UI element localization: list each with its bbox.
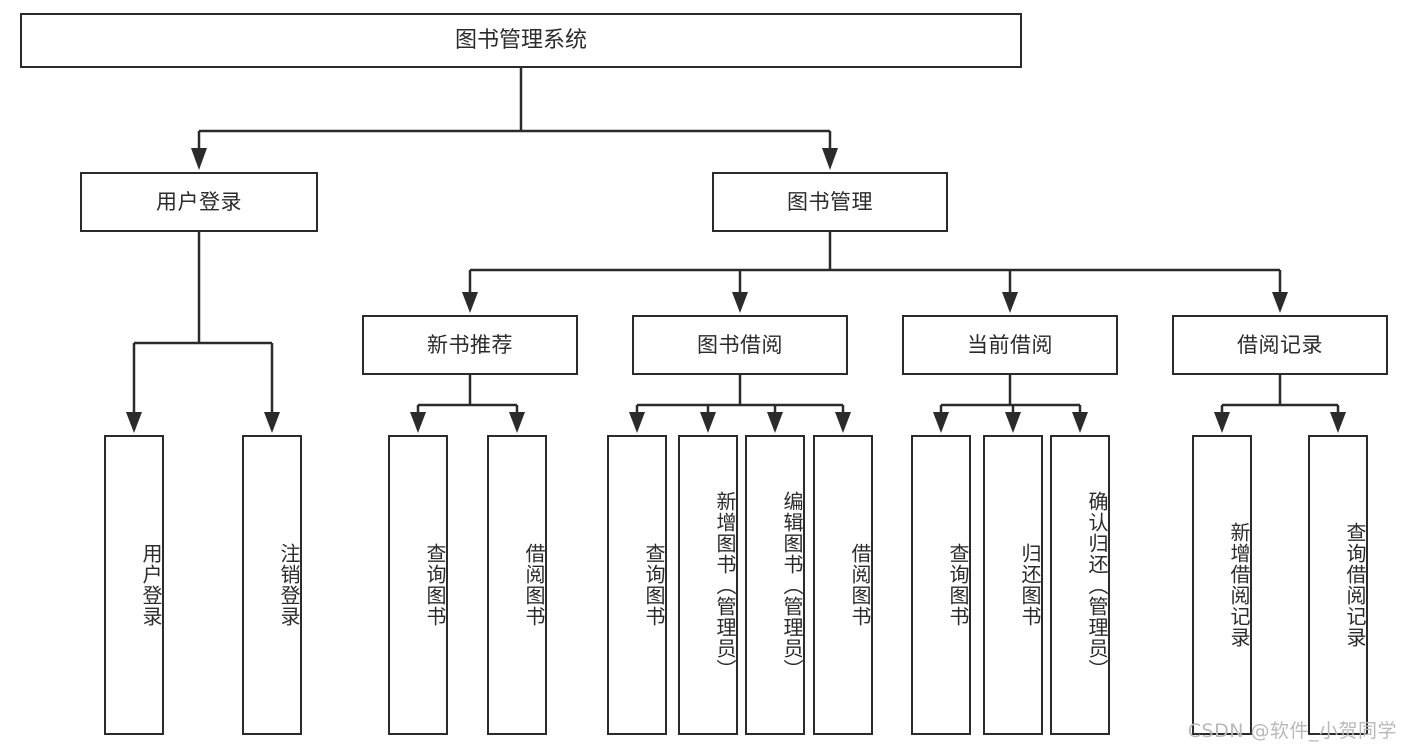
arrowhead-borrow-book-1 bbox=[509, 412, 525, 433]
node-book-borrow-label: 图书借阅 bbox=[697, 332, 783, 357]
node-leaf-borrow-book-1[interactable]: 借阅图书 bbox=[487, 435, 547, 735]
arrowhead-add-book bbox=[700, 412, 716, 433]
node-leaf-query-book-2[interactable]: 查询图书 bbox=[607, 435, 667, 735]
arrowhead-edit-book bbox=[767, 412, 783, 433]
node-leaf-user-login[interactable]: 用户登录 bbox=[104, 435, 164, 735]
node-new-book-recommend[interactable]: 新书推荐 bbox=[362, 315, 578, 375]
node-leaf-borrow-book-2-label: 借阅图书 bbox=[848, 543, 872, 627]
arrowhead-borrow-record bbox=[1272, 292, 1288, 313]
node-leaf-query-book-1[interactable]: 查询图书 bbox=[388, 435, 448, 735]
arrowhead-query-record bbox=[1330, 412, 1346, 433]
node-borrow-record[interactable]: 借阅记录 bbox=[1172, 315, 1388, 375]
node-leaf-confirm-return[interactable]: 确认归还（管理员） bbox=[1050, 435, 1110, 735]
csdn-watermark: CSDN @软件_小贺同学 bbox=[1187, 720, 1397, 742]
node-leaf-borrow-book-2[interactable]: 借阅图书 bbox=[813, 435, 873, 735]
arrowhead-borrow-book-2 bbox=[835, 412, 851, 433]
node-leaf-query-book-2-label: 查询图书 bbox=[642, 543, 666, 627]
node-leaf-edit-book-label: 编辑图书（管理员） bbox=[780, 490, 804, 680]
node-book-manage[interactable]: 图书管理 bbox=[712, 172, 948, 232]
node-leaf-add-book[interactable]: 新增图书（管理员） bbox=[678, 435, 738, 735]
arrowhead-book-borrow bbox=[732, 292, 748, 313]
node-borrow-record-label: 借阅记录 bbox=[1237, 332, 1323, 357]
node-leaf-add-record-label: 新增借阅记录 bbox=[1227, 522, 1251, 648]
node-leaf-query-record-label: 查询借阅记录 bbox=[1343, 522, 1367, 648]
node-root-system[interactable]: 图书管理系统 bbox=[20, 13, 1022, 68]
node-new-book-recommend-label: 新书推荐 bbox=[427, 332, 513, 357]
arrowhead-return-book bbox=[1005, 412, 1021, 433]
node-leaf-return-book[interactable]: 归还图书 bbox=[983, 435, 1043, 735]
node-current-borrow-label: 当前借阅 bbox=[967, 332, 1053, 357]
arrowhead-book-manage bbox=[822, 148, 838, 170]
arrowhead-leaf-logout bbox=[264, 412, 280, 433]
node-root-label: 图书管理系统 bbox=[454, 27, 587, 53]
node-leaf-borrow-book-1-label: 借阅图书 bbox=[522, 543, 546, 627]
node-leaf-logout-label: 注销登录 bbox=[277, 543, 301, 627]
arrowhead-query-book-1 bbox=[410, 412, 426, 433]
node-leaf-query-book-3[interactable]: 查询图书 bbox=[911, 435, 971, 735]
arrowhead-confirm-return bbox=[1072, 412, 1088, 433]
node-leaf-confirm-return-label: 确认归还（管理员） bbox=[1085, 490, 1109, 680]
node-book-borrow[interactable]: 图书借阅 bbox=[632, 315, 848, 375]
node-current-borrow[interactable]: 当前借阅 bbox=[902, 315, 1118, 375]
node-leaf-edit-book[interactable]: 编辑图书（管理员） bbox=[745, 435, 805, 735]
arrowhead-new-book-recommend bbox=[462, 292, 478, 313]
node-leaf-add-record[interactable]: 新增借阅记录 bbox=[1192, 435, 1252, 735]
arrowhead-add-record bbox=[1214, 412, 1230, 433]
arrowhead-current-borrow bbox=[1002, 292, 1018, 313]
node-leaf-return-book-label: 归还图书 bbox=[1018, 543, 1042, 627]
node-leaf-user-login-label: 用户登录 bbox=[139, 543, 163, 627]
arrowhead-user-login bbox=[191, 148, 207, 170]
node-book-manage-label: 图书管理 bbox=[787, 189, 873, 214]
node-leaf-query-book-1-label: 查询图书 bbox=[423, 543, 447, 627]
node-leaf-query-record[interactable]: 查询借阅记录 bbox=[1308, 435, 1368, 735]
node-user-login-label: 用户登录 bbox=[156, 189, 242, 214]
arrowhead-query-book-2 bbox=[629, 412, 645, 433]
arrowhead-query-book-3 bbox=[933, 412, 949, 433]
node-user-login[interactable]: 用户登录 bbox=[80, 172, 318, 232]
arrowhead-leaf-user-login bbox=[126, 412, 142, 433]
node-leaf-query-book-3-label: 查询图书 bbox=[946, 543, 970, 627]
node-leaf-add-book-label: 新增图书（管理员） bbox=[713, 490, 737, 680]
node-leaf-logout[interactable]: 注销登录 bbox=[242, 435, 302, 735]
